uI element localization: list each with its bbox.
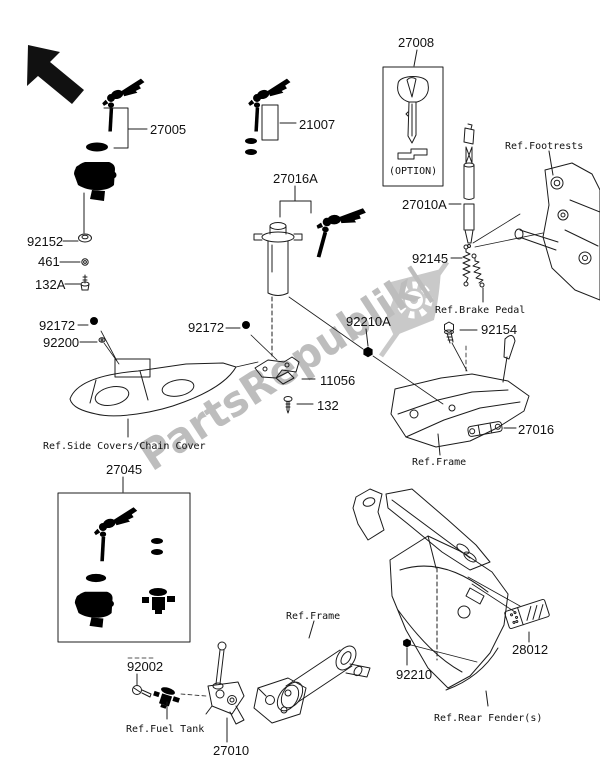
part-drawing-11056-bracket [254, 356, 316, 385]
part-label-28012: 28012 [512, 642, 548, 657]
ref-label-fuel-tank: Ref.Fuel Tank [126, 724, 204, 735]
part-label-92154: 92154 [481, 322, 517, 337]
ref-label-rear-fender: Ref.Rear Fender(s) [434, 713, 542, 724]
part-label-11056: 11056 [320, 373, 355, 388]
part-label-92172-mid: 92172 [188, 320, 224, 335]
part-drawing-27016 [467, 421, 517, 437]
part-drawing-keys-27005 [102, 78, 148, 149]
part-drawing-92172-left [77, 317, 120, 365]
part-label-92210: 92210 [396, 667, 432, 682]
part-drawing-92210 [403, 638, 478, 666]
part-label-27008: 27008 [398, 35, 434, 50]
ref-drawing-frame-bottom [253, 620, 371, 724]
option-note: (OPTION) [389, 166, 437, 177]
part-label-92152: 92152 [27, 234, 63, 249]
part-label-27010: 27010 [213, 743, 249, 758]
part-drawing-132-screw [283, 396, 314, 414]
part-label-27045: 27045 [106, 462, 142, 477]
part-label-132a: 132A [35, 277, 66, 292]
ref-drawing-rear-fender [352, 488, 521, 707]
ref-drawing-side-cover [69, 358, 259, 438]
ref-label-frame-mid: Ref.Frame [412, 457, 466, 468]
part-label-92002: 92002 [127, 659, 163, 674]
ref-drawing-frame-mid [390, 335, 530, 456]
part-label-27016a: 27016A [273, 171, 318, 186]
part-label-132: 132 [317, 398, 339, 413]
part-label-92200: 92200 [43, 335, 79, 350]
part-label-92172-left: 92172 [39, 318, 75, 333]
ref-label-side-covers: Ref.Side Covers/Chain Cover [43, 441, 206, 452]
part-drawing-fuel-tank-lock [150, 684, 207, 720]
part-label-92145: 92145 [412, 251, 448, 266]
part-drawing-27016a-column [253, 185, 367, 357]
part-drawing-27010-lock [205, 641, 245, 743]
part-drawing-461 [59, 258, 89, 266]
part-drawing-92210a [288, 296, 444, 405]
ref-drawing-footrests [472, 150, 600, 301]
part-drawing-92154 [444, 321, 478, 373]
labels: 27005 21007 27008 (OPTION) 27016A 27010A… [27, 35, 583, 758]
part-drawing-keys-21007 [245, 78, 297, 155]
direction-arrow-icon [27, 45, 84, 104]
part-drawing-28012-reflector [504, 598, 550, 643]
part-drawing-92002 [132, 673, 152, 698]
part-label-92210a: 92210A [346, 314, 391, 329]
part-label-27005: 27005 [150, 122, 186, 137]
ref-label-frame-bottom: Ref.Frame [286, 611, 340, 622]
part-drawing-27045-kit [57, 476, 191, 659]
part-drawing-92172-mid [225, 321, 278, 361]
part-label-461: 461 [38, 254, 60, 269]
part-drawing-92152 [62, 233, 92, 243]
part-label-27016: 27016 [518, 422, 554, 437]
part-drawing-132a [64, 274, 90, 291]
part-drawing-27008-option-key [382, 49, 444, 187]
part-label-27010a: 27010A [402, 197, 447, 212]
part-drawing-92145-springs [450, 244, 485, 303]
ref-label-footrests: Ref.Footrests [505, 141, 583, 152]
part-drawing-27010a [448, 123, 475, 248]
part-label-21007: 21007 [299, 117, 335, 132]
part-drawing-ignition-switch [74, 142, 117, 234]
ref-label-brake-pedal: Ref.Brake Pedal [435, 305, 525, 316]
